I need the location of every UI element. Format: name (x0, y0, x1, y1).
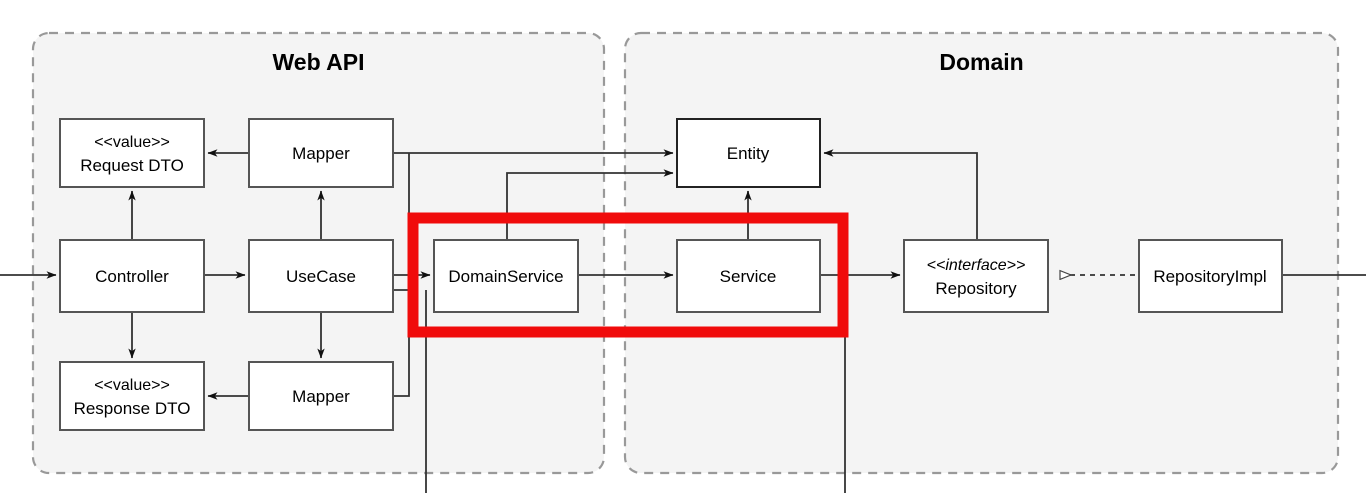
node-controller[interactable]: Controller (59, 239, 205, 313)
node-label-controller: Controller (95, 267, 169, 286)
node-label-repository: Repository (935, 279, 1017, 298)
container-title-domain: Domain (939, 49, 1023, 75)
node-repository[interactable]: <<interface>> Repository (903, 239, 1049, 313)
node-stereotype-repository: <<interface>> (927, 257, 1026, 274)
node-label-mapper-bottom: Mapper (292, 387, 350, 406)
node-stereotype-request-dto: <<value>> (94, 134, 170, 151)
node-service[interactable]: Service (676, 239, 821, 313)
node-stereotype-response-dto: <<value>> (94, 377, 170, 394)
node-entity[interactable]: Entity (676, 118, 821, 188)
node-mapper-bottom[interactable]: Mapper (248, 361, 394, 431)
node-label-entity: Entity (727, 144, 770, 163)
node-request-dto[interactable]: <<value>> Request DTO (59, 118, 205, 188)
node-domainservice[interactable]: DomainService (433, 239, 579, 313)
node-label-response-dto: Response DTO (74, 399, 191, 418)
node-label-usecase: UseCase (286, 267, 356, 286)
node-label-repositoryimpl: RepositoryImpl (1153, 267, 1266, 286)
highlight-domainservice-service (407, 212, 849, 338)
node-response-dto[interactable]: <<value>> Response DTO (59, 361, 205, 431)
node-label-mapper-top: Mapper (292, 144, 350, 163)
node-mapper-top[interactable]: Mapper (248, 118, 394, 188)
node-label-domainservice: DomainService (448, 267, 563, 286)
container-title-webapi: Web API (272, 49, 364, 75)
node-repositoryimpl[interactable]: RepositoryImpl (1138, 239, 1283, 313)
edge-usecase-return-to-mapper-bottom (393, 289, 410, 397)
node-label-service: Service (720, 267, 777, 286)
edge-repository-to-entity (823, 149, 978, 240)
node-label-request-dto: Request DTO (80, 156, 184, 175)
node-usecase[interactable]: UseCase (248, 239, 394, 313)
